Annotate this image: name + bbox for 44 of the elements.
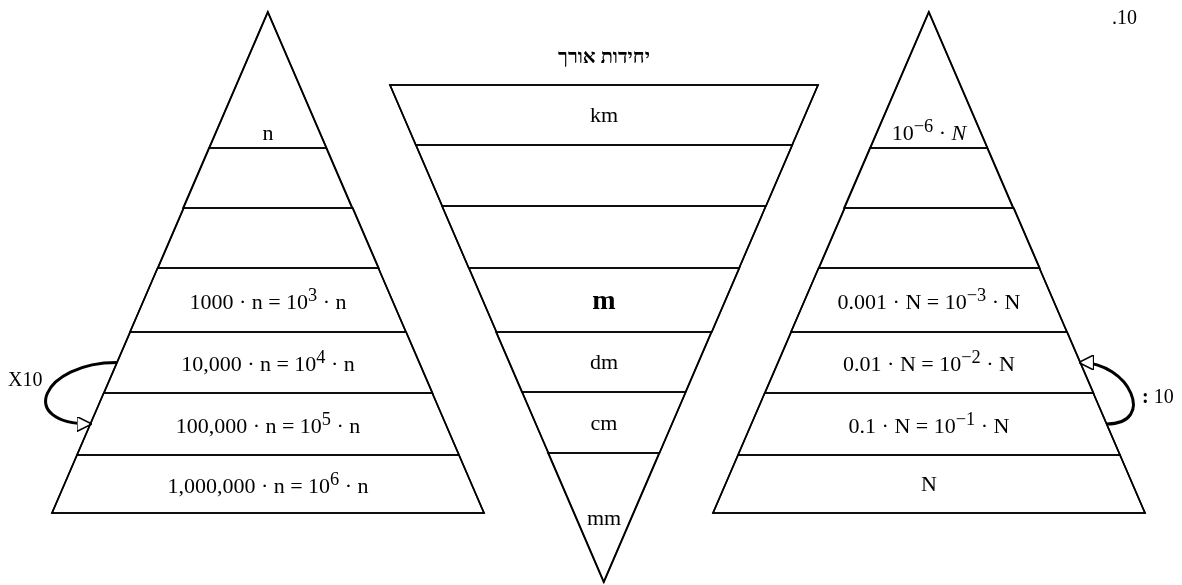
formula-text: cm [590, 409, 618, 436]
pyramid-band [77, 393, 459, 455]
formula-text: 0.1 · N = 10$^{−1}$ · N [848, 408, 1010, 440]
pyramid-band [209, 12, 327, 148]
pyramid-band [157, 208, 379, 268]
pyramid-band [52, 455, 484, 513]
pyramid-band [130, 268, 406, 332]
pyramid-band [183, 148, 353, 208]
formula-text: n [262, 120, 274, 146]
pyramid-band [496, 332, 712, 392]
formula-text: N [921, 471, 937, 497]
formula-text: mm [586, 504, 622, 531]
pyramid-band [522, 392, 686, 453]
pyramid-band [468, 268, 740, 332]
pyramid-band [844, 148, 1014, 208]
pyramid-band [713, 455, 1145, 513]
formula-text: 10,000 · n = 10$^{4}$ · n [181, 347, 355, 378]
formula-text: 1000 · n = 10$^{3}$ · n [189, 284, 347, 316]
formula-text: dm [589, 349, 619, 375]
pyramid-band [415, 145, 793, 206]
pyramid-band [390, 85, 818, 145]
curved-arrow [44, 361, 117, 432]
pyramid-band [548, 453, 660, 582]
question-number: .10 [1112, 6, 1137, 29]
pyramid-band [818, 208, 1040, 268]
formula-text: 0.01 · N = 10$^{−2}$ · N [843, 347, 1015, 378]
edge-label: : 10 [1142, 385, 1174, 408]
formula-text: km [589, 102, 619, 128]
heading: יחידות אורך [557, 45, 651, 68]
formula-text: m [592, 284, 616, 316]
pyramid-band [442, 206, 766, 268]
pyramid-band [764, 332, 1094, 393]
formula-text: 0.001 · N = 10$^{−3}$ · N [837, 284, 1021, 316]
formula-text: 1,000,000 · n = 10$^{6}$ · n [167, 468, 369, 500]
formula-text: 100,000 · n = 10$^{5}$ · n [175, 408, 361, 440]
triangle [713, 12, 1147, 513]
curved-arrow [1077, 355, 1135, 426]
edge-label: X10 [8, 368, 43, 391]
pyramid-band [791, 268, 1067, 332]
pyramid-band [870, 12, 988, 148]
triangle [52, 12, 488, 513]
pyramid-band [738, 393, 1120, 455]
pyramid-band [103, 332, 433, 393]
formula-text: 10$^{−6}$ · N [891, 115, 967, 146]
